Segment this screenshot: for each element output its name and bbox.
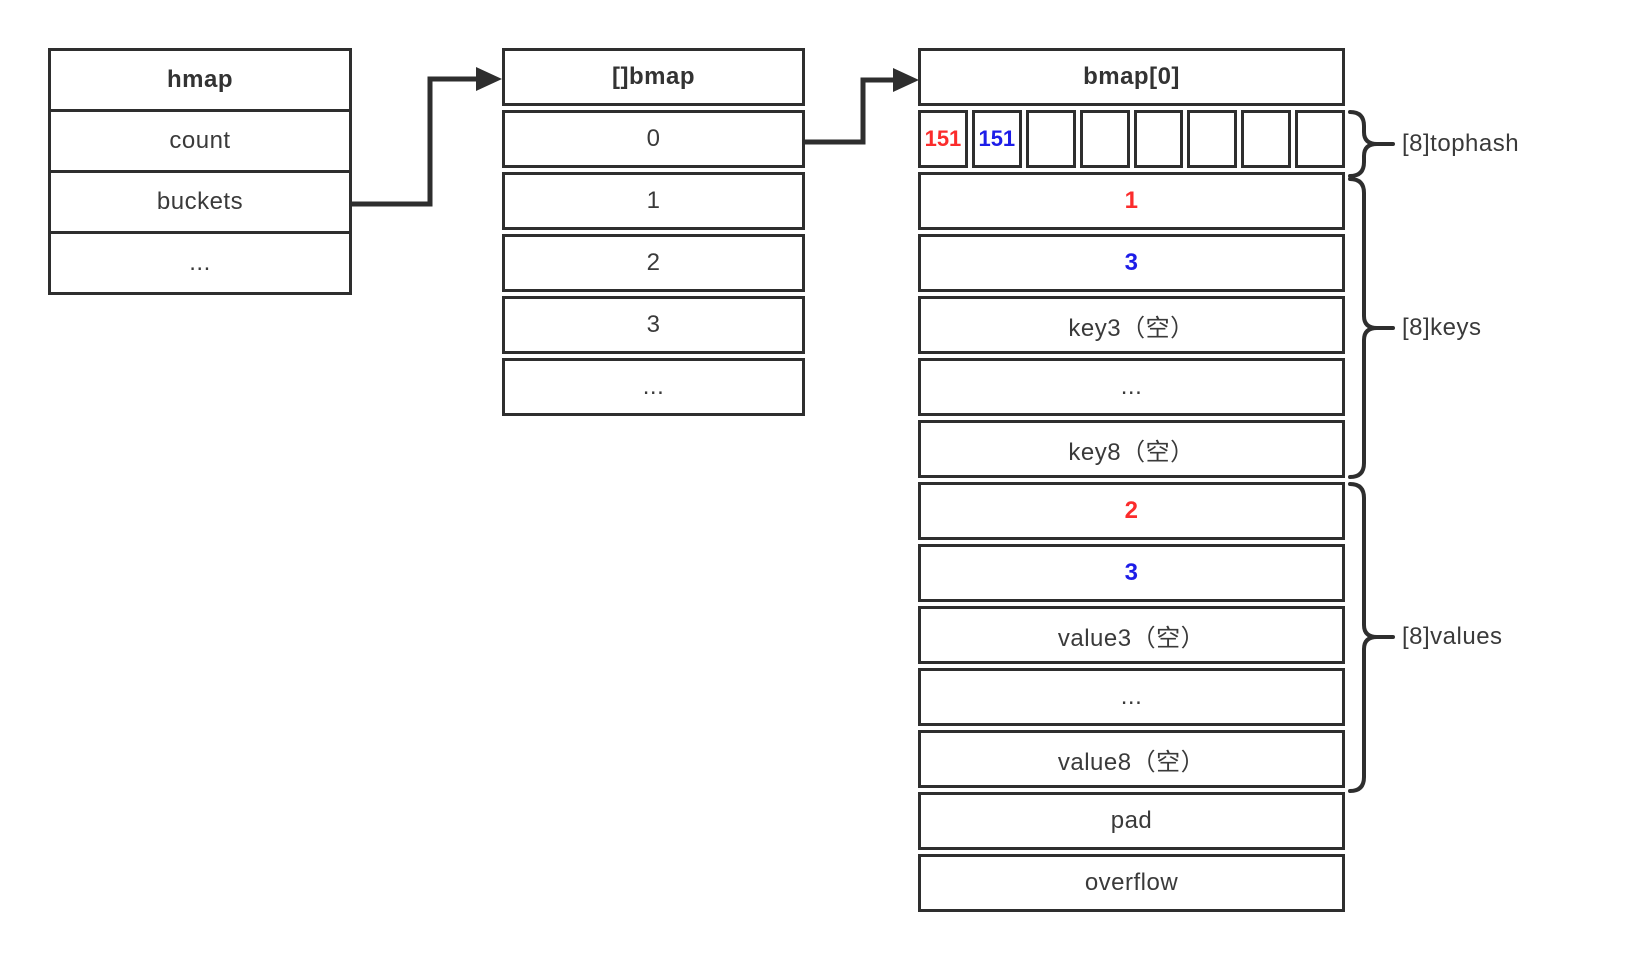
arrow-bmap0-to-bucket-head: [893, 68, 919, 92]
bucket-row-pad: pad: [918, 792, 1345, 850]
hmap-field-count: count: [48, 109, 352, 173]
bucket-row-key8: key8（空）: [918, 420, 1345, 478]
tophash-cell-6: [1241, 110, 1292, 168]
bucket-box: bmap[0] 151 151 1 3 key3（空） ... key8（空） …: [918, 48, 1345, 912]
bmap-array-box: []bmap 0 1 2 3 ...: [502, 48, 805, 416]
bmap-array-ellipsis: ...: [502, 358, 805, 416]
bucket-row-value3: value3（空）: [918, 606, 1345, 664]
tophash-cell-5: [1187, 110, 1238, 168]
bmap-array-title: []bmap: [502, 48, 805, 106]
tophash-cell-7: [1295, 110, 1345, 168]
brace-keys: [1348, 177, 1395, 479]
bucket-row-value8: value8（空）: [918, 730, 1345, 788]
hmap-title: hmap: [48, 48, 352, 112]
label-tophash: [8]tophash: [1402, 130, 1520, 157]
bucket-row-overflow: overflow: [918, 854, 1345, 912]
bucket-row-key1: 1: [918, 172, 1345, 230]
tophash-row: 151 151: [918, 110, 1345, 168]
bucket-row-key3: key3（空）: [918, 296, 1345, 354]
tophash-cell-1: 151: [971, 110, 1022, 168]
tophash-cell-4: [1133, 110, 1184, 168]
bmap-array-index-1: 1: [502, 172, 805, 230]
bmap-array-index-2: 2: [502, 234, 805, 292]
bucket-row-values-ellipsis: ...: [918, 668, 1345, 726]
hmap-struct-box: hmap count buckets ...: [48, 48, 352, 295]
bmap-array-index-3: 3: [502, 296, 805, 354]
brace-values: [1348, 482, 1395, 793]
bucket-row-keys-ellipsis: ...: [918, 358, 1345, 416]
bmap-array-index-0: 0: [502, 110, 805, 168]
arrow-buckets-to-bmap-array-head: [476, 67, 502, 91]
bucket-row-value2: 3: [918, 544, 1345, 602]
hmap-field-buckets: buckets: [48, 170, 352, 234]
tophash-cell-0: 151: [918, 110, 968, 168]
label-values: [8]values: [1402, 623, 1503, 650]
tophash-cell-3: [1079, 110, 1130, 168]
hmap-field-ellipsis: ...: [48, 231, 352, 295]
bucket-row-value1: 2: [918, 482, 1345, 540]
label-keys: [8]keys: [1402, 314, 1482, 341]
arrow-bmap0-to-bucket-line: [805, 77, 896, 145]
arrow-buckets-to-bmap-array-line: [352, 76, 478, 207]
tophash-cell-2: [1025, 110, 1076, 168]
bucket-row-key2: 3: [918, 234, 1345, 292]
brace-tophash: [1348, 110, 1395, 178]
bucket-title: bmap[0]: [918, 48, 1345, 106]
